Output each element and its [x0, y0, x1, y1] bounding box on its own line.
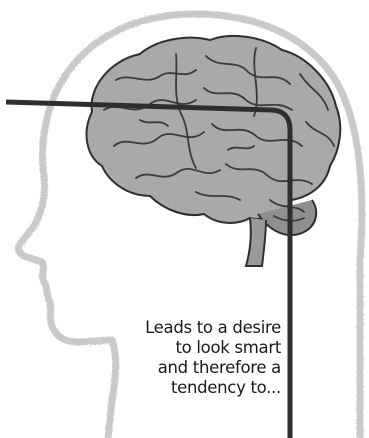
- caption-line-1: Leads to a desire: [110, 318, 281, 338]
- brain-icon: [87, 36, 341, 266]
- caption-text: Leads to a desire to look smart and ther…: [110, 318, 281, 398]
- caption-line-4: tendency to...: [110, 378, 281, 398]
- caption-line-2: to look smart: [110, 338, 281, 358]
- caption-line-3: and therefore a: [110, 358, 281, 378]
